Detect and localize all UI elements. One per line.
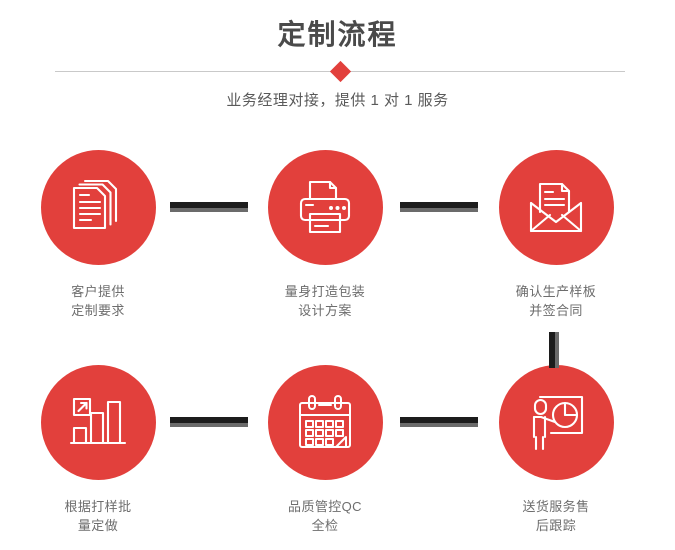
connector-shadow (555, 332, 559, 368)
connector-bar (170, 417, 248, 423)
flow-step-5-circle (267, 365, 383, 480)
flow-step-6-label: 送货服务售 后跟踪 (522, 499, 590, 533)
connector-bar (400, 417, 478, 423)
flow-step-2-circle (267, 150, 383, 265)
connector-bar (170, 202, 248, 208)
documents-stack-icon (65, 175, 131, 241)
flow-step-1-label: 客户提供 定制要求 (71, 284, 125, 318)
connector-step5-step6 (400, 417, 478, 427)
bar-chart-growth-icon (65, 390, 131, 456)
envelope-letter-icon (523, 175, 589, 241)
connector-step2-step3 (400, 202, 478, 212)
flow-step-2-label: 量身打造包装 设计方案 (284, 284, 366, 318)
page-title: 定制流程 (277, 19, 398, 50)
flow-step-1-circle (40, 150, 156, 265)
flow-step-6-circle (498, 365, 614, 480)
flow-step-3-label: 确认生产样板 并签合同 (515, 284, 597, 318)
flow-step-3-circle (498, 150, 614, 265)
connector-shadow (170, 423, 248, 427)
flow-step-3: 确认生产样板 并签合同 (481, 150, 631, 320)
flow-step-6: 送货服务售 后跟踪 (481, 365, 631, 535)
presentation-pie-chart-icon (523, 390, 589, 456)
process-flow-diagram: 客户提供 定制要求 量身打造包装 设计方案 (0, 150, 675, 550)
page-subtitle: 业务经理对接，提供 1 对 1 服务 (226, 92, 449, 109)
flow-step-5: 品质管控QC 全检 (250, 365, 400, 535)
title-divider (55, 60, 625, 88)
red-diamond-icon (329, 60, 352, 83)
connector-shadow (400, 208, 478, 212)
connector-step1-step2 (170, 202, 248, 212)
connector-shadow (400, 423, 478, 427)
flow-step-4-circle (40, 365, 156, 480)
calendar-icon (292, 390, 358, 456)
connector-step3-step6 (549, 332, 559, 368)
flow-step-2: 量身打造包装 设计方案 (250, 150, 400, 320)
flow-step-5-label: 品质管控QC 全检 (288, 499, 362, 533)
connector-bar (400, 202, 478, 208)
flow-step-4: 根据打样批 量定做 (23, 365, 173, 535)
connector-shadow (170, 208, 248, 212)
flow-step-1: 客户提供 定制要求 (23, 150, 173, 320)
printer-icon (292, 175, 358, 241)
flow-step-4-label: 根据打样批 量定做 (64, 499, 132, 533)
connector-step4-step5 (170, 417, 248, 427)
connector-bar (549, 332, 555, 368)
